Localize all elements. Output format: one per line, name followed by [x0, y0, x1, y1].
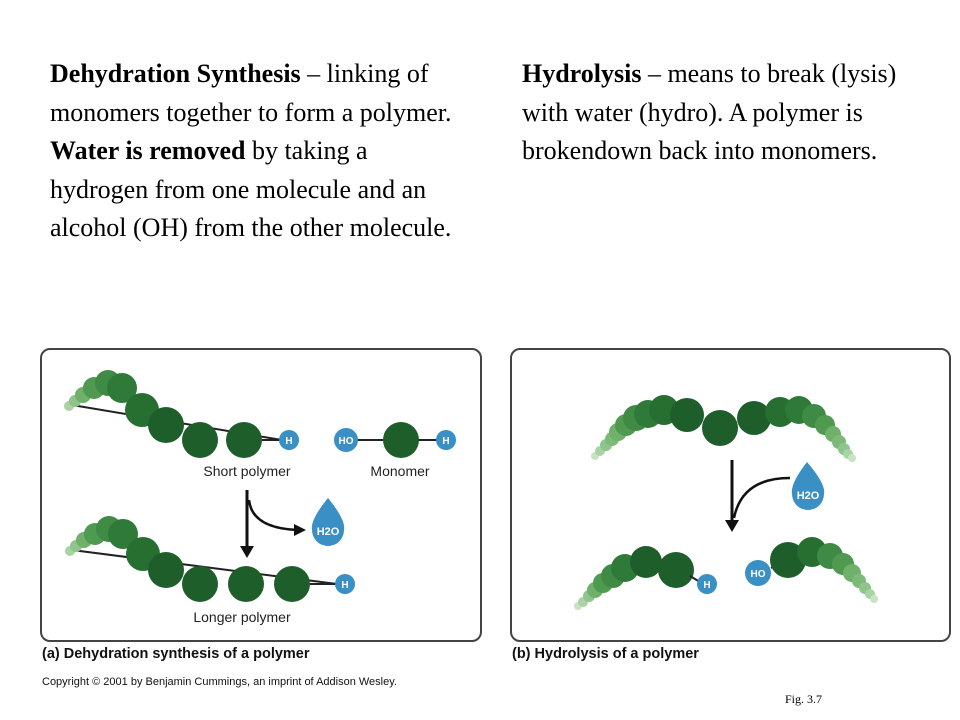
water-drop-icon: H2O	[311, 498, 345, 546]
monomer: HO H	[334, 422, 456, 458]
dehydration-text-2: by taking a hydrogen from one molecule a…	[50, 136, 452, 242]
monomer-hydrogen-atom	[436, 430, 456, 450]
short-polymer-label: Short polymer	[203, 463, 290, 479]
water-removed-emphasis: Water is removed	[50, 136, 246, 165]
longer-polymer: H	[65, 516, 355, 602]
dehydration-term: Dehydration Synthesis	[50, 59, 301, 88]
monomer-hydrogen-label: H	[442, 436, 449, 447]
hydroxyl-label: HO	[339, 436, 354, 447]
dehydration-panel: H Short polymer HO H Monomer H2O	[40, 348, 482, 642]
figure-label: Fig. 3.7	[785, 692, 823, 706]
water-label: H2O	[797, 490, 820, 502]
dehydration-text-1: – linking of monomers together to form a…	[50, 59, 452, 127]
hydrolysis-description: Hydrolysis – means to break (lysis) with…	[522, 55, 922, 171]
hydrolysis-term: Hydrolysis	[522, 59, 642, 88]
polymer	[591, 395, 856, 462]
longer-hydrogen-atom	[335, 574, 355, 594]
product-hydrogen-label: H	[703, 580, 710, 591]
hydrolysis-panel: H2O H HO	[510, 348, 951, 642]
hydrolysis-diagram: H2O H HO	[574, 395, 878, 610]
dehydration-caption: (a) Dehydration synthesis of a polymer	[42, 646, 310, 662]
dehydration-description: Dehydration Synthesis – linking of monom…	[50, 55, 460, 248]
short-polymer: H	[64, 370, 299, 458]
right-product: HO	[745, 537, 878, 603]
monomer-label: Monomer	[370, 463, 429, 479]
hydrolysis-arrow	[725, 460, 791, 532]
longer-hydrogen-label: H	[341, 580, 348, 591]
copyright-notice: Copyright © 2001 by Benjamin Cummings, a…	[42, 676, 397, 688]
hydrolysis-caption: (b) Hydrolysis of a polymer	[512, 646, 699, 662]
longer-polymer-label: Longer polymer	[193, 609, 291, 625]
water-drop-icon: H2O	[791, 462, 825, 510]
dehydration-diagram: H Short polymer HO H Monomer H2O	[64, 370, 456, 625]
water-label: H2O	[317, 526, 340, 538]
hydroxyl-group	[334, 428, 358, 452]
hydrogen-label: H	[285, 436, 292, 447]
hydrolysis-text: – means to break (lysis) with water (hyd…	[522, 59, 897, 165]
product-hydrogen-atom	[697, 574, 717, 594]
reaction-arrow	[240, 490, 306, 558]
hydrogen-atom	[279, 430, 299, 450]
left-product: H	[574, 546, 717, 610]
product-hydroxyl-group	[745, 560, 771, 586]
product-hydroxyl-label: HO	[751, 569, 766, 580]
